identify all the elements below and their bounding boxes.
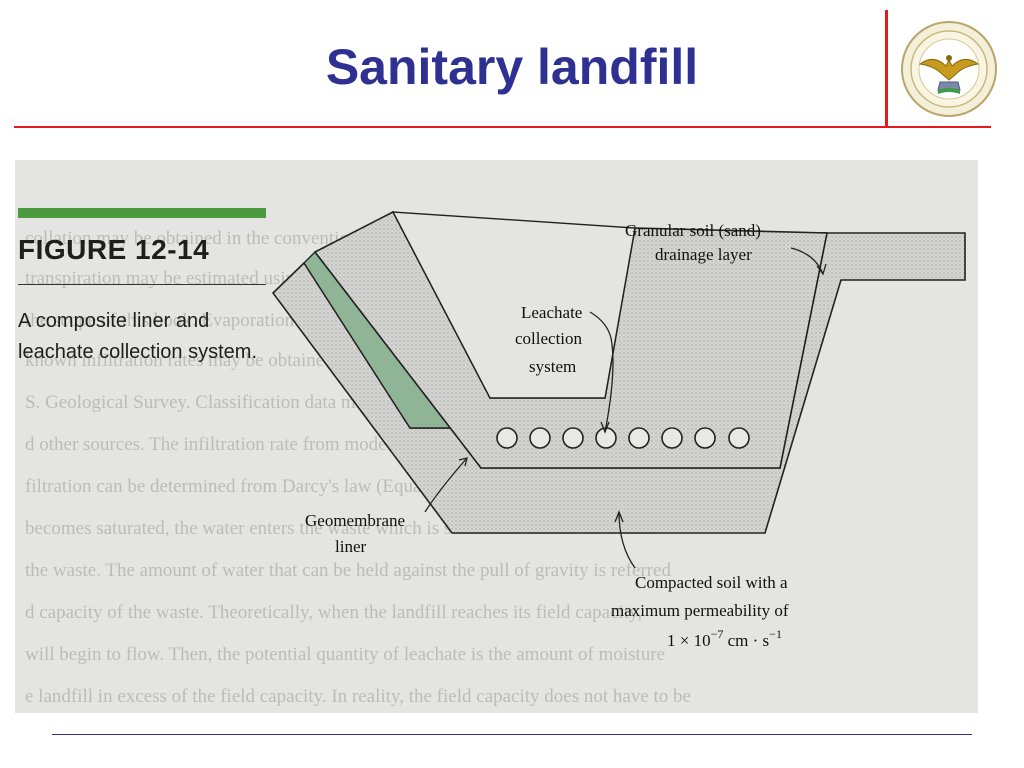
figure-number-underline bbox=[18, 284, 266, 285]
leachate-collection-pipes bbox=[496, 427, 750, 449]
pipe bbox=[661, 427, 683, 449]
label-compacted-soil: Compacted soil with a bbox=[635, 573, 788, 592]
background-text-line: the waste. The amount of water that can … bbox=[25, 560, 671, 581]
label-geomembrane: Geomembrane bbox=[305, 511, 405, 530]
pipe bbox=[694, 427, 716, 449]
pipe bbox=[628, 427, 650, 449]
label-collection: collection bbox=[515, 329, 583, 348]
label-drainage-layer: drainage layer bbox=[655, 245, 752, 264]
label-system: system bbox=[529, 357, 576, 376]
arrow-leachate-head bbox=[600, 421, 610, 434]
label-leachate: Leachate bbox=[521, 303, 582, 322]
slide-title: Sanitary landfill bbox=[325, 39, 699, 95]
label-granular-soil: Granular soil (sand) bbox=[625, 221, 761, 240]
leader-arrows bbox=[424, 247, 827, 569]
arrow-geomembrane-head bbox=[458, 457, 468, 467]
pipe bbox=[728, 427, 750, 449]
footer-divider bbox=[52, 734, 972, 735]
pipe bbox=[562, 427, 584, 449]
arrow-leachate bbox=[589, 311, 614, 433]
scanned-textbook-figure: collation may be obtained in the convent… bbox=[15, 160, 978, 713]
background-text-line: d other sources. The infiltration rate f… bbox=[25, 434, 470, 455]
background-text-line: e landfill in excess of the field capaci… bbox=[25, 686, 691, 707]
background-text-line: will begin to flow. Then, the potential … bbox=[25, 644, 665, 665]
university-seal-logo bbox=[901, 21, 997, 117]
background-text-line: d capacity of the waste. Theoretically, … bbox=[25, 602, 642, 623]
figure-caption: A composite liner and leachate collectio… bbox=[18, 310, 258, 363]
waste-fill-area bbox=[391, 211, 636, 399]
arrow-compacted-soil-head bbox=[614, 510, 624, 523]
pipe bbox=[496, 427, 518, 449]
label-permeability: maximum permeability of bbox=[611, 601, 789, 620]
arrow-granular-soil bbox=[790, 247, 824, 275]
arrow-granular-soil-head bbox=[816, 263, 827, 276]
title-divider-horizontal bbox=[14, 126, 991, 128]
figure-accent-bar bbox=[18, 208, 266, 218]
figure-number: FIGURE 12-14 bbox=[18, 234, 210, 265]
pipe bbox=[529, 427, 551, 449]
label-liner: liner bbox=[335, 537, 366, 556]
label-permeability-value: 1 × 10−7 cm · s−1 bbox=[667, 627, 782, 650]
arrow-compacted-soil bbox=[618, 511, 636, 569]
title-divider-vertical bbox=[885, 10, 888, 127]
arrow-geomembrane bbox=[424, 457, 468, 513]
